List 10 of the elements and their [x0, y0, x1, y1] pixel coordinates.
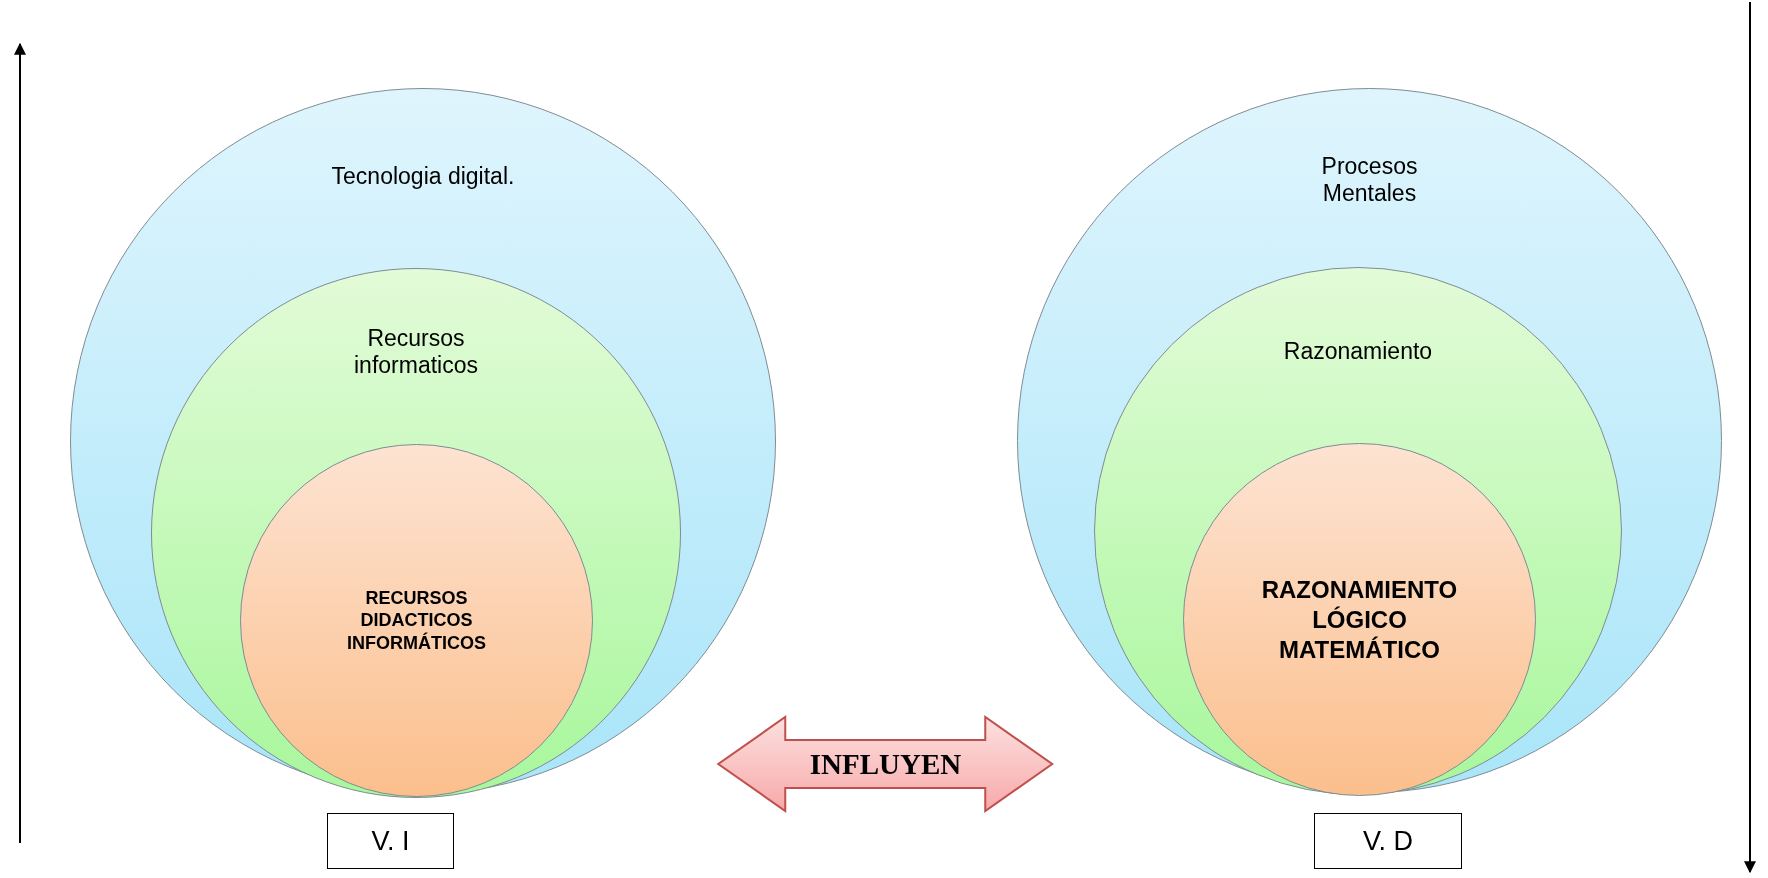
- circle-label: Tecnologia digital.: [330, 163, 516, 190]
- double-block-arrow: [716, 715, 1054, 813]
- variable-box: V. I: [327, 813, 454, 869]
- core-concept-label: RECURSOS DIDACTICOS INFORMÁTICOS: [346, 586, 487, 655]
- variable-box: V. D: [1314, 813, 1462, 869]
- circle-label: Procesos Mentales: [1320, 153, 1419, 207]
- circle-label: Recursos informaticos: [353, 325, 479, 379]
- circle-label: Razonamiento: [1282, 338, 1434, 365]
- edge-label: INFLUYEN: [809, 747, 962, 781]
- core-concept-label: RAZONAMIENTO LÓGICO MATEMÁTICO: [1260, 574, 1459, 665]
